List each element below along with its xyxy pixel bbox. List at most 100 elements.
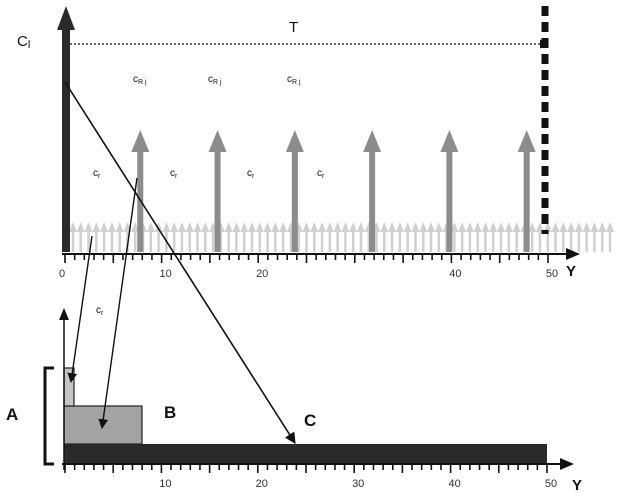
small-arrow-head <box>419 222 428 232</box>
large-arrow-head <box>208 130 227 152</box>
small-arrow-head <box>185 222 194 232</box>
bottom-axis-ticks <box>64 464 548 473</box>
small-arrow-head <box>356 222 365 232</box>
small-arrow-head <box>434 222 443 232</box>
small-arrow-head <box>177 222 186 232</box>
tick-label: 40 <box>448 478 460 490</box>
crj-label-1: cR j <box>133 74 147 86</box>
small-arrow-head <box>411 222 420 232</box>
tick-label: 0 <box>59 268 65 280</box>
small-arrow-head <box>76 222 85 232</box>
cr-label-1: cr <box>93 168 101 180</box>
small-arrow-head <box>107 222 116 232</box>
crj-label-3: cR j <box>287 74 301 86</box>
small-arrow-head <box>543 222 552 232</box>
small-arrow-head <box>606 222 614 232</box>
large-arrow-shaft <box>446 150 453 252</box>
small-arrow-head <box>193 222 202 232</box>
tick-label: 20 <box>256 478 268 490</box>
small-arrow-head <box>170 222 179 232</box>
small-arrow-head <box>310 222 319 232</box>
y-axis-title-bottom: Y <box>572 477 582 494</box>
tick-label: 30 <box>352 478 364 490</box>
tick-label: 50 <box>546 268 558 280</box>
small-arrow-head <box>100 222 109 232</box>
small-arrow-head <box>279 222 288 232</box>
small-arrow-head <box>380 222 389 232</box>
a-bracket <box>43 366 54 466</box>
small-arrow-head <box>504 222 513 232</box>
small-arrow-head <box>333 222 342 232</box>
cr-label-4: cr <box>317 168 325 180</box>
small-arrow-head <box>271 222 280 232</box>
large-arrow-head <box>440 130 459 152</box>
large-arrow-head <box>285 130 304 152</box>
cl-vertical-bar <box>57 6 75 252</box>
small-arrow-head <box>325 222 334 232</box>
large-arrow-shaft <box>369 150 376 252</box>
small-arrow-head <box>582 222 591 232</box>
top-axis-arrowhead <box>566 248 580 260</box>
bottom-axis-arrowhead <box>560 458 574 470</box>
small-arrow-head <box>263 222 272 232</box>
large-arrow-shaft <box>291 150 298 252</box>
tick-label: 10 <box>159 478 171 490</box>
small-arrow-head <box>559 222 568 232</box>
small-arrow-head <box>574 222 583 232</box>
small-arrow-head <box>201 222 210 232</box>
small-arrow-head <box>489 222 498 232</box>
tick-label: 40 <box>449 268 461 280</box>
t-label: T <box>289 19 298 36</box>
tick-label: 20 <box>256 268 268 280</box>
small-arrow-head <box>115 222 124 232</box>
small-arrow-head <box>551 222 560 232</box>
small-arrow-head <box>84 222 93 232</box>
small-arrow-head <box>92 222 101 232</box>
small-arrow-head <box>590 222 599 232</box>
small-arrow-head <box>224 222 233 232</box>
tick-label: 10 <box>159 268 171 280</box>
box-c <box>64 444 547 464</box>
small-arrow-head <box>598 222 607 232</box>
background-arrow-band <box>69 222 614 252</box>
small-arrow-head <box>255 222 264 232</box>
small-arrow-head <box>567 222 576 232</box>
cr-label-3: cr <box>247 168 255 180</box>
large-arrow-shaft <box>523 150 530 252</box>
a-label: A <box>6 405 18 424</box>
small-arrow-head <box>154 222 163 232</box>
large-arrow-head <box>131 130 150 152</box>
small-arrow-head <box>302 222 311 232</box>
crj-label-2: cR j <box>208 74 222 86</box>
small-arrow-head <box>146 222 155 232</box>
bottom-vertical-arrowhead <box>59 308 69 320</box>
small-arrow-head <box>427 222 435 232</box>
small-arrow-head <box>512 222 521 232</box>
bottom-axis-tick-labels: 10 20 30 40 50 <box>159 478 557 490</box>
large-arrow-shaft <box>214 150 221 252</box>
cl-label: Cl <box>17 33 30 51</box>
large-arrow-group <box>131 130 536 252</box>
top-axis-ticks <box>64 254 549 263</box>
large-arrow-head <box>517 130 536 152</box>
top-axis-tick-labels: 0 10 20 40 50 <box>59 268 558 280</box>
small-arrow-head <box>349 222 358 232</box>
small-arrow-head <box>69 222 77 232</box>
small-arrow-head <box>395 222 404 232</box>
small-arrow-head <box>465 222 474 232</box>
small-arrow-head <box>473 222 482 232</box>
cr-label-2: cr <box>170 168 178 180</box>
tick-label: 50 <box>545 478 557 490</box>
y-axis-title-top: Y <box>566 263 576 280</box>
arrow-to-box-c <box>64 81 296 444</box>
small-arrow-head <box>131 222 140 232</box>
large-arrow-head <box>363 130 382 152</box>
b-label: B <box>164 403 176 422</box>
c-label: C <box>304 411 316 430</box>
small-arrow-head <box>388 222 397 232</box>
small-arrow-head <box>240 222 249 232</box>
cr-label-lower: cr <box>96 305 104 317</box>
small-arrow-head <box>528 222 537 232</box>
